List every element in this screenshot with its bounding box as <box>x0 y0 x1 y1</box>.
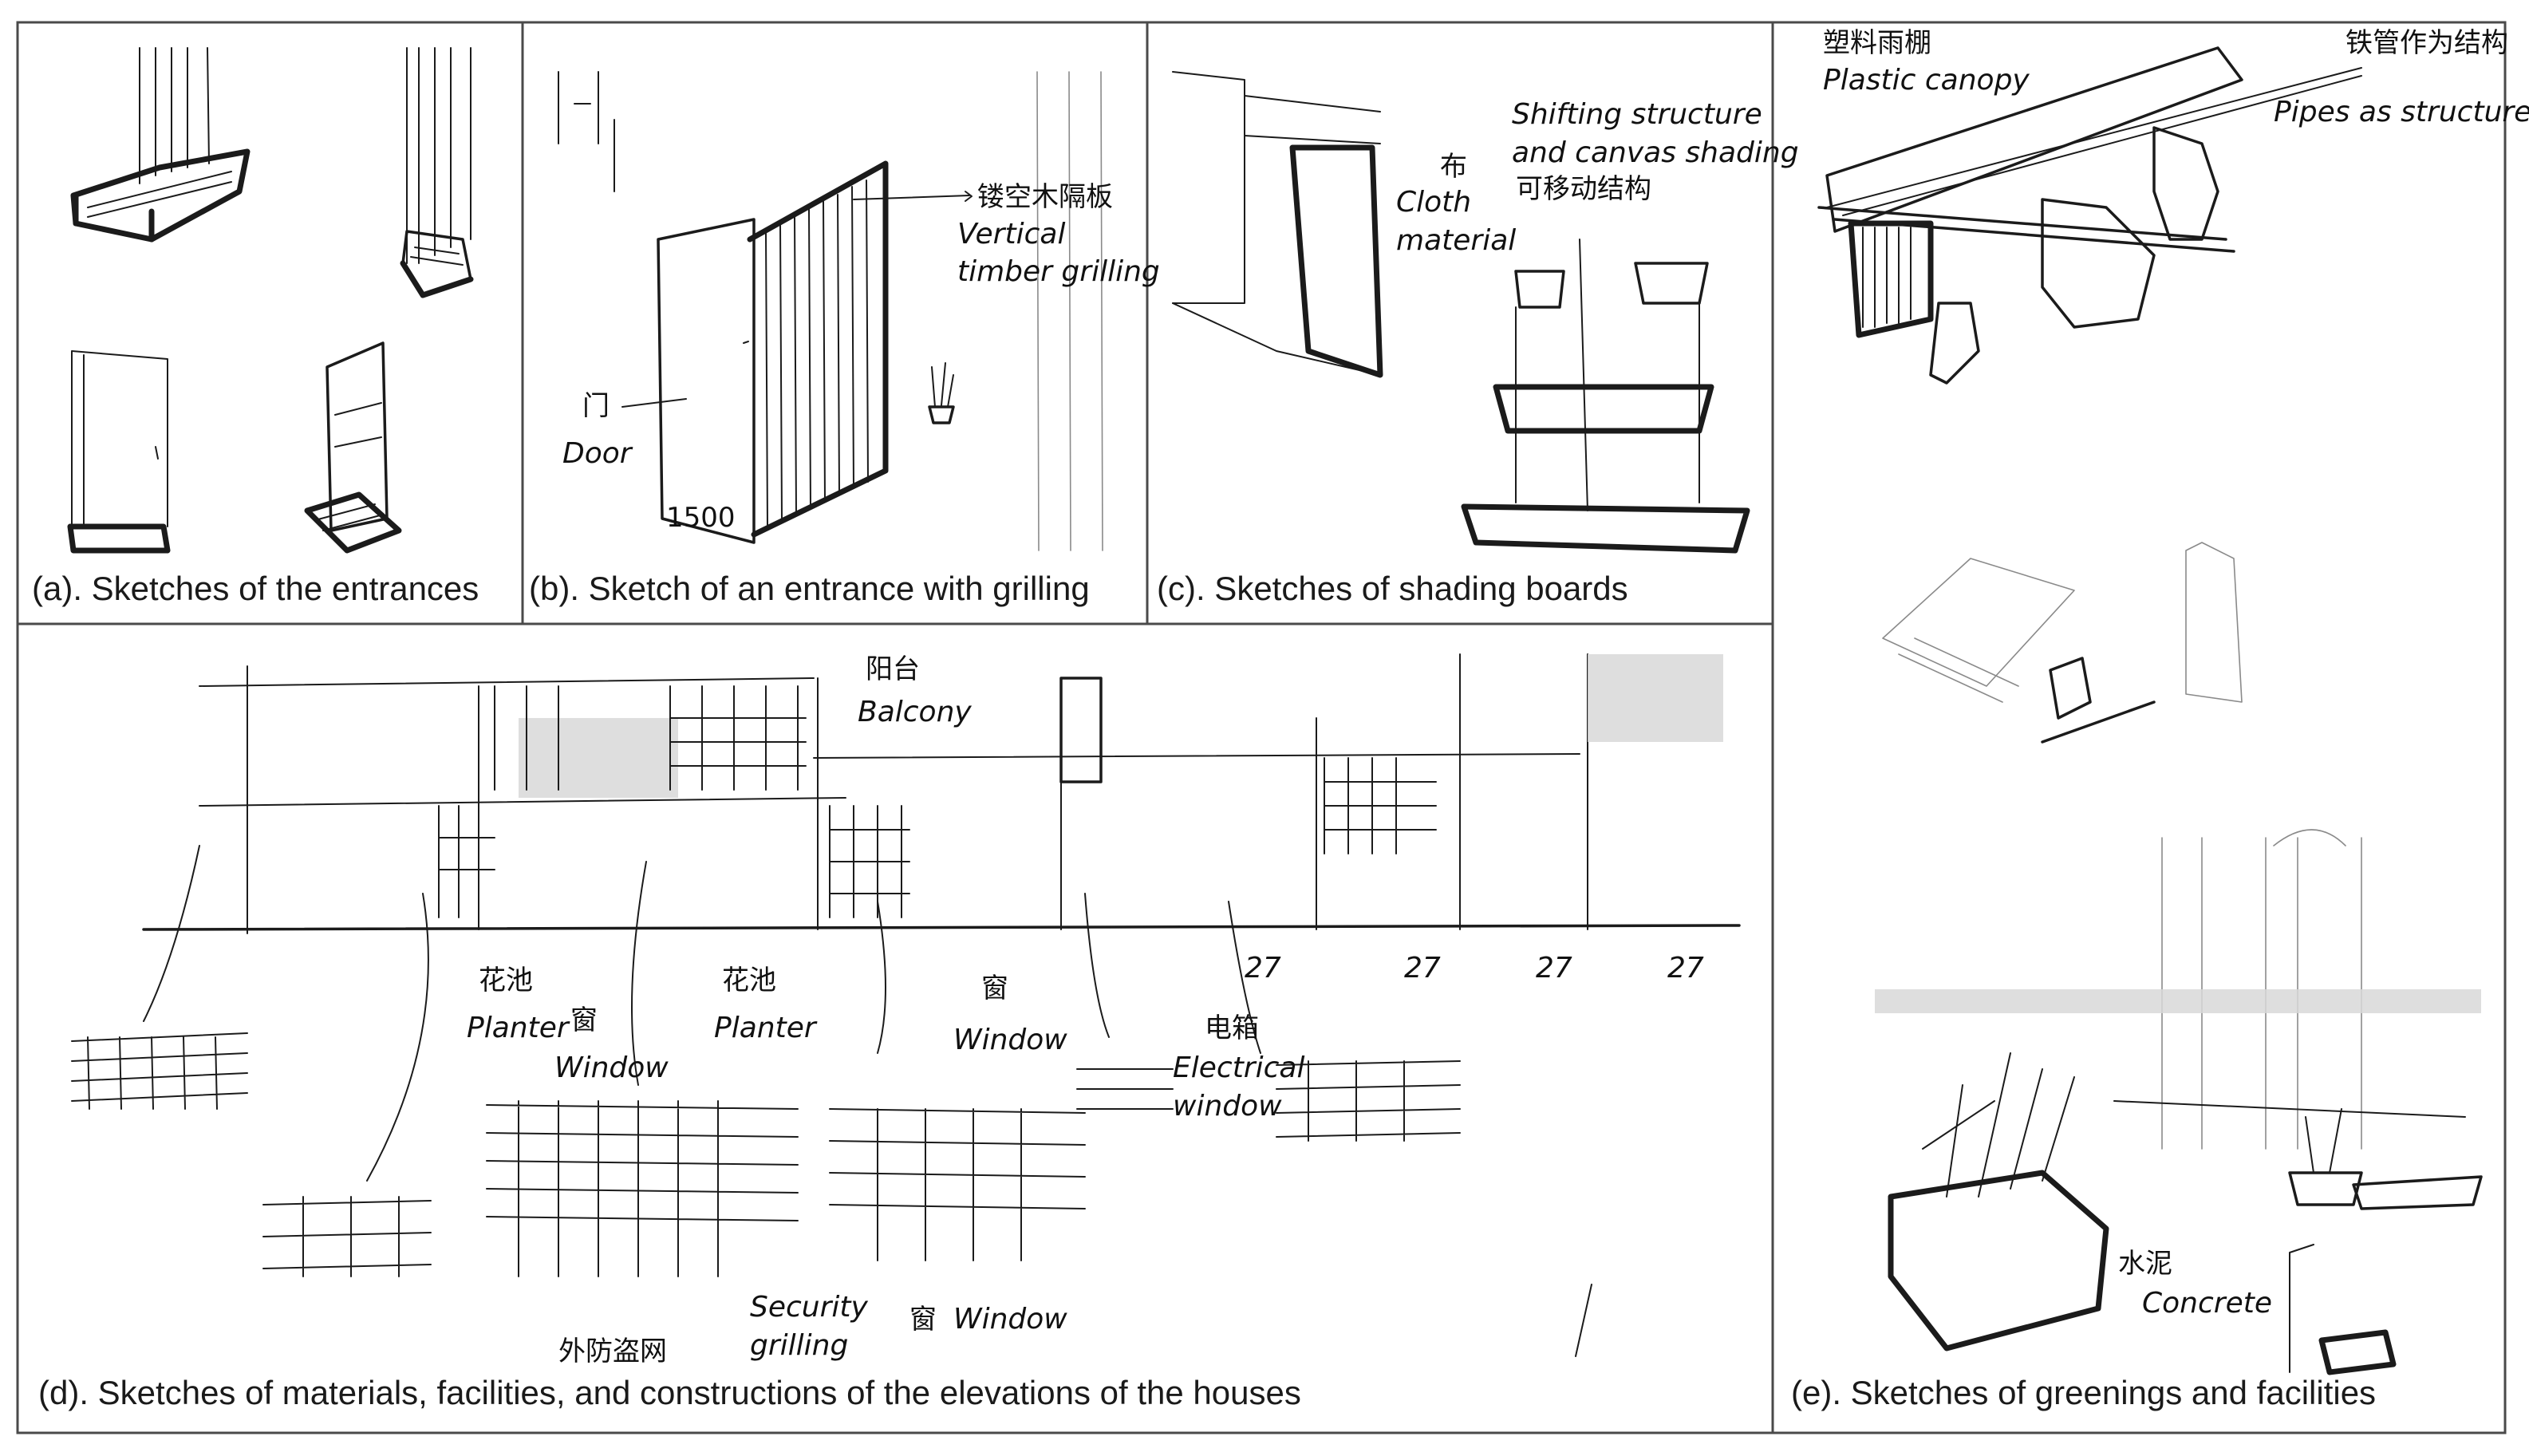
entrance-sketch-4 <box>304 341 402 554</box>
entrance-sketch-1 <box>70 47 251 243</box>
cloth-cn-label: 布 <box>1440 151 1467 183</box>
door-label: Door <box>562 437 633 470</box>
pen-stroke-mark <box>1575 1284 1592 1357</box>
blurred-region-2 <box>1588 654 1723 742</box>
security-label-line1: Security <box>750 1291 869 1324</box>
window3-cn-label: 窗 <box>909 1304 937 1336</box>
door-cn-label: 门 <box>582 390 610 422</box>
canopy-sketch <box>1817 46 2362 385</box>
number-label-2: 27 <box>1404 952 1441 984</box>
security-label-line2: grilling <box>750 1329 848 1362</box>
cloth-shading-sketch <box>1172 71 1383 378</box>
grilling-label-line1: Vertical <box>957 218 1065 251</box>
outer-border <box>16 21 2507 1434</box>
panel-borders <box>16 21 2507 1434</box>
balcony-cn-label: 阳台 <box>866 653 920 685</box>
panel-a: (a). Sketches of the entrances <box>32 47 479 607</box>
panel-d: 阳台 Balcony 花池 Planter 窗 Window 花池 Plante… <box>38 653 1741 1411</box>
bench-sketch <box>1882 542 2243 744</box>
window-grids <box>438 757 1437 918</box>
window2-cn-label: 窗 <box>981 973 1008 1004</box>
electrical-label-line2: window <box>1173 1090 1282 1123</box>
caption-e: (e). Sketches of greenings and facilitie… <box>1791 1374 2376 1411</box>
pipes-cn-label: 铁管作为结构 <box>2346 27 2508 59</box>
plant-pot-b <box>928 362 955 424</box>
dimension-label: 1500 <box>666 502 736 534</box>
cloth-label-line1: Cloth <box>1396 186 1471 219</box>
shifting-label-line2: and canvas shading <box>1512 136 1799 169</box>
grilling-leader <box>853 195 970 200</box>
canvas-shading-sketch <box>1461 239 1750 554</box>
panel-c: Cloth material 布 Shifting structure and … <box>1157 71 1799 607</box>
balcony-label: Balcony <box>858 696 972 728</box>
dimension-marks <box>558 71 615 192</box>
door-leader <box>621 398 687 408</box>
vertical-timber-grilling <box>747 160 889 538</box>
planter1-cn-label: 花池 <box>479 965 533 996</box>
concrete-cn-label: 水泥 <box>2118 1248 2172 1280</box>
leader-lines <box>143 845 1261 1182</box>
elevation-sketch <box>71 653 1741 1357</box>
window3-label: Window <box>953 1303 1067 1336</box>
cloth-label-line2: material <box>1396 224 1516 257</box>
planter-sketch <box>1875 829 2483 1375</box>
window1-cn-label: 窗 <box>570 1004 598 1036</box>
door-sketch <box>657 218 756 544</box>
number-label-4: 27 <box>1667 952 1704 984</box>
floating-detail-sketches <box>71 1032 1461 1277</box>
number-label-1: 27 <box>1245 952 1281 984</box>
balcony-grid <box>494 685 807 791</box>
shifting-label-line1: Shifting structure <box>1512 98 1762 131</box>
grilling-arrow <box>965 191 973 202</box>
window1-label: Window <box>554 1052 669 1084</box>
number-label-3: 27 <box>1536 952 1572 984</box>
caption-c: (c). Sketches of shading boards <box>1157 570 1628 607</box>
panel-b: 镂空木隔板 Vertical timber grilling 门 Door 15… <box>529 71 1160 607</box>
canopy-cn-label: 塑料雨棚 <box>1823 27 1931 59</box>
concrete-label: Concrete <box>2142 1287 2272 1320</box>
electrical-cn-label: 电箱 <box>1205 1012 1259 1044</box>
grilling-label-line2: timber grilling <box>957 255 1160 288</box>
hanging-clothes <box>1929 126 2219 385</box>
planter2-label: Planter <box>714 1012 818 1044</box>
planter1-label: Planter <box>467 1012 570 1044</box>
electrical-label-line1: Electrical <box>1173 1052 1304 1084</box>
wall-lines <box>1036 71 1103 551</box>
entrance-sketch-2 <box>400 47 474 298</box>
window2-label: Window <box>953 1024 1067 1056</box>
blurred-region-3 <box>1875 989 2481 1013</box>
caption-d: (d). Sketches of materials, facilities, … <box>38 1374 1301 1411</box>
blurred-region-1 <box>519 718 678 798</box>
caption-a: (a). Sketches of the entrances <box>32 570 479 607</box>
canopy-label: Plastic canopy <box>1823 64 2030 97</box>
panel-e: 塑料雨棚 Plastic canopy 铁管作为结构 Pipes as stru… <box>1791 27 2529 1411</box>
pipes-label: Pipes as structure <box>2274 96 2529 128</box>
grilling-cn-label: 镂空木隔板 <box>977 181 1113 213</box>
planter2-cn-label: 花池 <box>722 965 776 996</box>
security-cn-label: 外防盗网 <box>558 1336 667 1367</box>
shifting-cn-label: 可移动结构 <box>1516 173 1651 205</box>
caption-b: (b). Sketch of an entrance with grilling <box>529 570 1090 607</box>
entrance-sketch-3 <box>67 350 171 554</box>
